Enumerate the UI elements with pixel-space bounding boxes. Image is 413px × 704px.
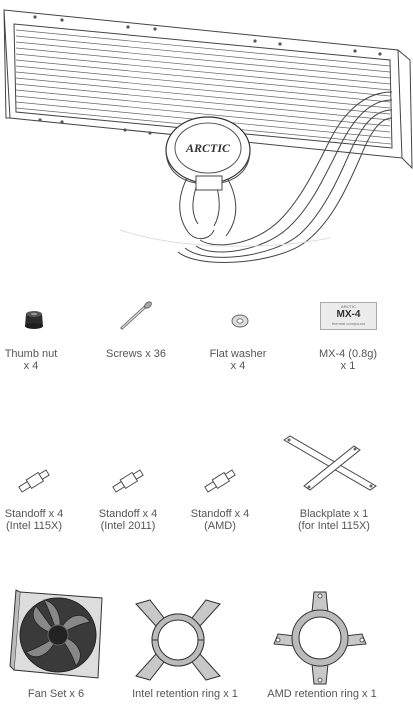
standoff-amd-label: Standoff x 4(AMD) [190, 508, 250, 532]
flat-washer-icon [231, 314, 249, 328]
amd-retention-ring-icon [273, 591, 367, 685]
radiator-cooler-illustration: ARCTIC [3, 9, 413, 263]
mx4-brand: ARCTIC [341, 304, 356, 309]
standoff-amd-icon [204, 469, 236, 493]
backplate-label: Blackplate x 1(for Intel 115X) [298, 508, 370, 532]
screws-label: Screws x 36 [106, 348, 166, 360]
fan-set-label: Fan Set x 6 [27, 688, 85, 700]
backplate-icon [283, 435, 377, 491]
mx4-sub: thermal compound [331, 321, 366, 326]
screw-icon [120, 301, 152, 330]
pump-logo: ARCTIC [185, 141, 231, 155]
standoff-2011-icon [112, 469, 144, 493]
mx4-paste-pack: ARCTIC MX-4 thermal compound [320, 302, 377, 330]
mx4-label: MX-4 (0.8g)x 1 [318, 348, 378, 372]
amd-retention-ring-label: AMD retention ring x 1 [267, 688, 377, 700]
intel-retention-ring-label: Intel retention ring x 1 [132, 688, 238, 700]
standoff-115x-icon [18, 469, 50, 493]
standoff-2011-label: Standoff x 4(Intel 2011) [98, 508, 158, 532]
intel-retention-ring-icon [135, 599, 221, 681]
standoff-115x-label: Standoff x 4(Intel 115X) [4, 508, 64, 532]
fan-icon [9, 589, 103, 679]
thumb-nut-icon [25, 311, 43, 329]
mx4-name: MX-4 [336, 309, 361, 320]
